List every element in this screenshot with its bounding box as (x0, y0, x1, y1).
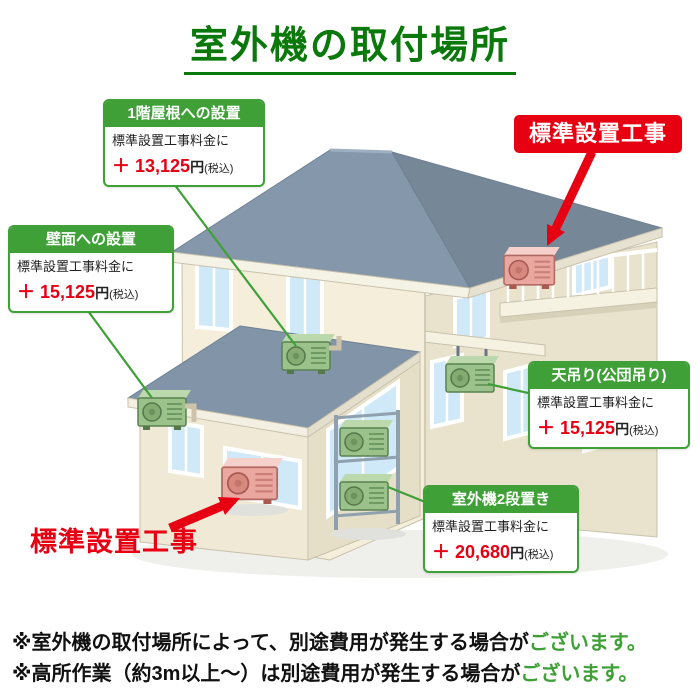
callout-ceiling-body: 標準設置工事料金に ＋ 15,125円(税込) (530, 389, 688, 447)
page-title: 室外機の取付場所 (183, 14, 516, 75)
price-line: ＋ 15,125円(税込) (17, 278, 165, 304)
standard-install-label-bottom: 標準設置工事 (30, 527, 198, 557)
price-unit: 円 (615, 421, 630, 437)
footnote-2-suffix: ございます。 (520, 663, 639, 685)
callout-wall: 壁面への設置 標準設置工事料金に ＋ 15,125円(税込) (8, 225, 174, 313)
fee-text: 標準設置工事料金に (112, 133, 230, 148)
arrow-standard-bottom (168, 497, 240, 533)
fee-text: 標準設置工事料金に (432, 519, 550, 534)
footnotes: ※室外機の取付場所によって、別途費用が発生する場合がございます。 ※高所作業（約… (12, 628, 692, 690)
tax-note: (税込) (524, 549, 554, 561)
callout-roof-1f-body: 標準設置工事料金に ＋ 13,125円(税込) (105, 127, 263, 185)
price-value: ＋ 15,125 (17, 282, 96, 302)
fee-text: 標準設置工事料金に (17, 259, 135, 274)
callout-stack-body: 標準設置工事料金に ＋ 20,680円(税込) (425, 513, 577, 571)
tax-note: (税込) (629, 425, 659, 437)
callout-ceiling: 天吊り(公団吊り) 標準設置工事料金に ＋ 15,125円(税込) (528, 361, 690, 449)
ac-unit-stack-top (339, 420, 393, 457)
footnote-1-text: ※室外機の取付場所によって、別途費用が発生する場合が (12, 632, 529, 654)
callout-wall-header: 壁面への設置 (10, 227, 172, 253)
ac-unit-balcony (503, 247, 560, 289)
pointer-line-wall (79, 299, 153, 399)
price-value: ＋ 15,125 (537, 418, 616, 438)
price-line: ＋ 15,125円(税込) (537, 414, 681, 440)
tax-note: (税込) (204, 163, 234, 175)
callout-roof-1f: 1階屋根への設置 標準設置工事料金に ＋ 13,125円(税込) (103, 99, 265, 187)
price-value: ＋ 20,680 (432, 542, 511, 562)
ac-unit-wall (137, 390, 197, 430)
price-unit: 円 (95, 285, 110, 301)
callout-ceiling-header: 天吊り(公団吊り) (530, 363, 688, 389)
ac-unit-ceiling (445, 356, 499, 393)
price-unit: 円 (510, 545, 525, 561)
price-line: ＋ 13,125円(税込) (112, 152, 256, 178)
price-value: ＋ 13,125 (112, 156, 191, 176)
ac-unit-1f-roof (281, 334, 342, 374)
price-line: ＋ 20,680円(税込) (432, 538, 570, 564)
footnote-1: ※室外機の取付場所によって、別途費用が発生する場合がございます。 (12, 628, 692, 659)
callout-roof-1f-header: 1階屋根への設置 (105, 101, 263, 127)
arrow-standard-top (547, 150, 597, 246)
ac-unit-stack-bottom (339, 474, 393, 511)
footnote-1-suffix: ございます。 (528, 632, 647, 654)
pointer-line-roof-1f (164, 171, 297, 347)
footnote-2: ※高所作業（約3m以上〜）は別途費用が発生する場合がございます。 (12, 659, 692, 690)
fee-text: 標準設置工事料金に (537, 395, 655, 410)
callout-wall-body: 標準設置工事料金に ＋ 15,125円(税込) (10, 253, 172, 311)
callout-stack-header: 室外機2段置き (425, 487, 577, 513)
callout-stack: 室外機2段置き 標準設置工事料金に ＋ 20,680円(税込) (423, 485, 579, 573)
footnote-2-text: ※高所作業（約3m以上〜）は別途費用が発生する場合が (12, 663, 521, 685)
standard-install-badge-top: 標準設置工事 (514, 115, 682, 153)
price-unit: 円 (190, 159, 205, 175)
ac-unit-ground (216, 458, 288, 516)
title-area: 室外機の取付場所 (0, 14, 700, 75)
ac-unit-stack (330, 410, 406, 540)
tax-note: (税込) (109, 289, 139, 301)
